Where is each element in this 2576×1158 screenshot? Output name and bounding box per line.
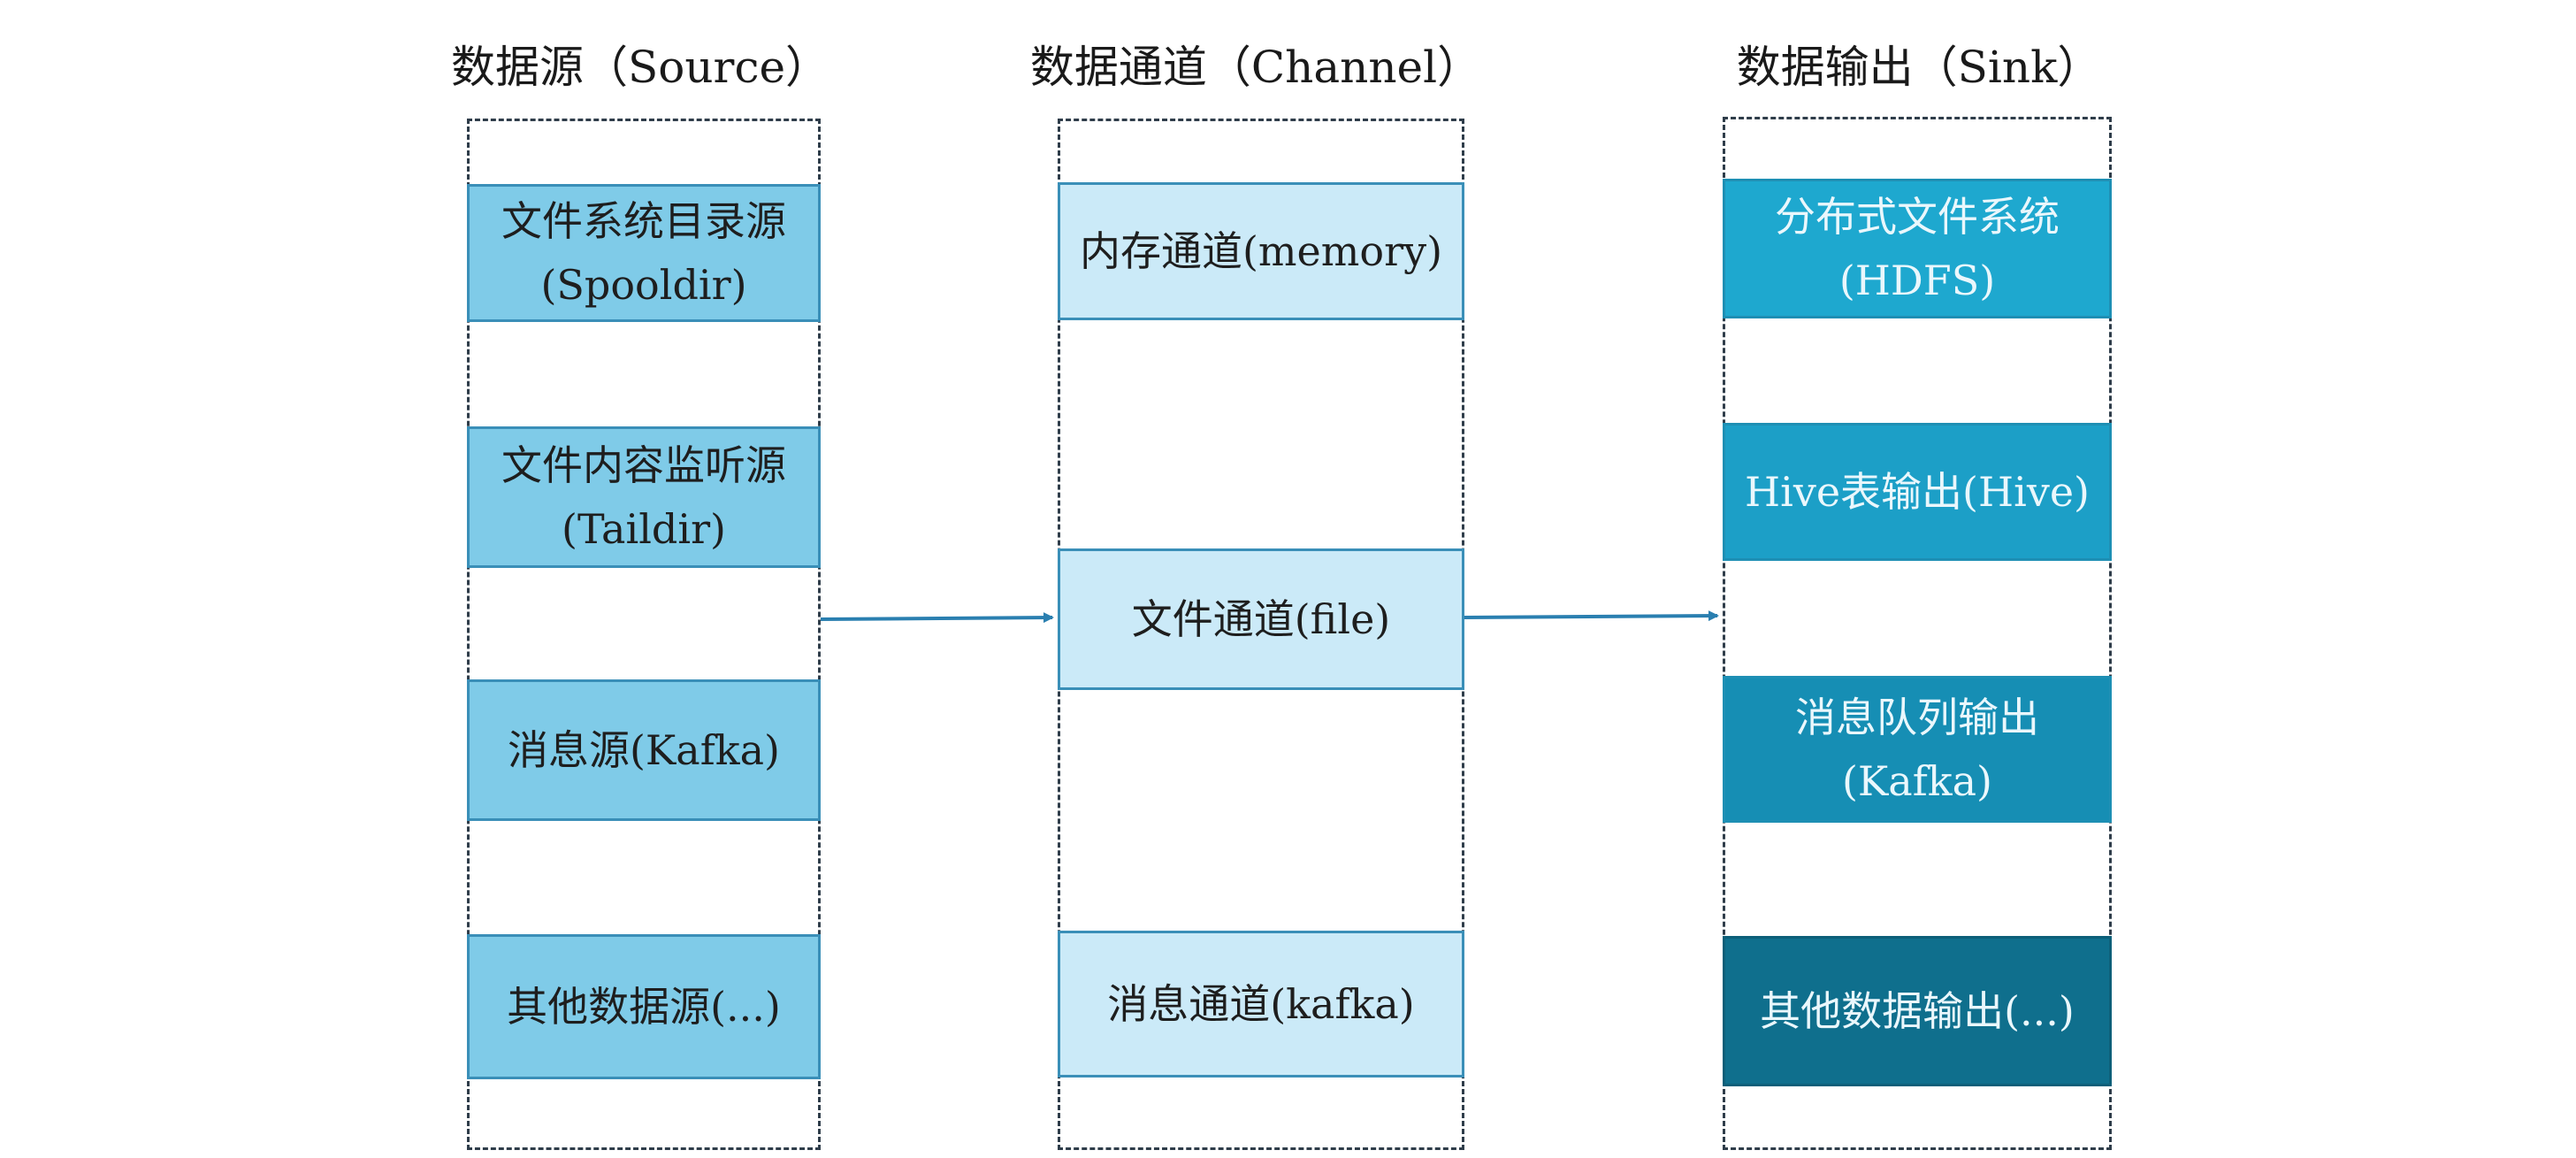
sink-box-label: 其他数据输出(...) [1760,987,2075,1035]
channel-box-label: 文件通道(file) [1131,595,1391,643]
source-box-label: 文件内容监听源 [501,441,786,489]
sink-box-other: 其他数据输出(...) [1723,936,2112,1086]
source-box-kafka: 消息源(Kafka) [467,679,821,821]
source-box-other: 其他数据源(...) [467,934,821,1079]
arrow-source-to-channel [820,612,1054,624]
sink-box-kafka: 消息队列输出 (Kafka) [1723,676,2112,823]
source-column-title: 数据源（Source） [451,42,830,93]
channel-box-label: 内存通道(memory) [1079,227,1443,275]
source-box-sublabel: (Taildir) [562,505,726,553]
source-frame [467,119,821,1150]
sink-box-sublabel: (Kafka) [1841,757,1992,805]
channel-box-memory: 内存通道(memory) [1058,182,1464,320]
source-box-taildir: 文件内容监听源 (Taildir) [467,426,821,568]
sink-frame [1723,117,2112,1150]
source-box-spooldir: 文件系统目录源 (Spooldir) [467,184,821,322]
sink-box-label: Hive表输出(Hive) [1745,468,2090,516]
channel-box-kafka: 消息通道(kafka) [1058,931,1464,1077]
sink-column-title: 数据输出（Sink） [1736,42,2102,93]
source-box-sublabel: (Spooldir) [540,261,747,309]
sink-box-label: 消息队列输出 [1795,694,2039,741]
source-box-label: 消息源(Kafka) [507,726,780,774]
channel-box-label: 消息通道(kafka) [1107,980,1415,1028]
sink-box-sublabel: (HDFS) [1838,257,1996,304]
sink-box-label: 分布式文件系统 [1775,193,2060,241]
channel-box-file: 文件通道(file) [1058,548,1464,690]
channel-column-title: 数据通道（Channel） [1029,42,1482,93]
source-box-label: 其他数据源(...) [507,983,781,1031]
source-box-label: 文件系统目录源 [501,197,786,245]
arrow-channel-to-sink [1464,610,1719,622]
sink-box-hive: Hive表输出(Hive) [1723,423,2112,561]
sink-box-hdfs: 分布式文件系统 (HDFS) [1723,179,2112,318]
